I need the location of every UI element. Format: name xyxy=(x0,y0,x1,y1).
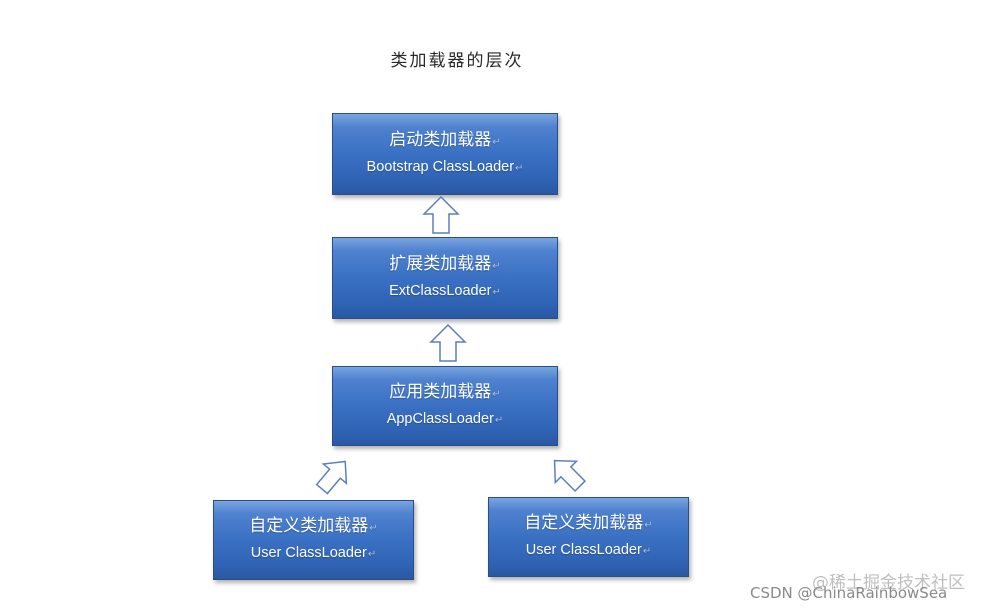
diagonal-up-arrow-icon xyxy=(553,459,587,493)
app-classloader-cn-label: 应用类加载器↵ xyxy=(389,381,501,402)
return-mark: ↵ xyxy=(369,522,378,534)
return-mark: ↵ xyxy=(642,545,652,557)
bootstrap-classloader-cn-label: 启动类加载器↵ xyxy=(389,129,501,150)
user-classloader-left-en-label: User ClassLoader↵ xyxy=(250,544,377,561)
return-mark: ↵ xyxy=(492,136,501,148)
user-classloader-right-en-label: User ClassLoader↵ xyxy=(525,541,652,558)
diagonal-up-arrow-icon xyxy=(315,460,348,495)
user-classloader-right-cn-label: 自定义类加载器↵ xyxy=(524,512,653,533)
app-classloader-box: 应用类加载器↵ AppClassLoader↵ xyxy=(332,366,558,446)
app-classloader-en-label: AppClassLoader↵ xyxy=(386,410,504,427)
juejin-watermark: @稀土掘金技术社区 xyxy=(812,573,965,593)
bootstrap-classloader-box: 启动类加载器↵ Bootstrap ClassLoader↵ xyxy=(332,113,558,195)
diagram-title: 类加载器的层次 xyxy=(390,51,524,71)
csdn-watermark: CSDN @ChinaRainbowSea xyxy=(750,584,948,602)
bootstrap-classloader-en-label: Bootstrap ClassLoader↵ xyxy=(366,158,524,175)
return-mark: ↵ xyxy=(494,414,504,426)
ext-classloader-en-label: ExtClassLoader↵ xyxy=(389,282,501,299)
user-classloader-box-right: 自定义类加载器↵ User ClassLoader↵ xyxy=(488,497,689,577)
user-classloader-box-left: 自定义类加载器↵ User ClassLoader↵ xyxy=(213,500,414,580)
ext-classloader-cn-label: 扩展类加载器↵ xyxy=(389,253,501,274)
return-mark: ↵ xyxy=(515,162,524,174)
user-classloader-left-cn-label: 自定义类加载器↵ xyxy=(249,515,378,536)
up-arrow-icon xyxy=(429,323,467,362)
return-mark: ↵ xyxy=(644,519,653,531)
ext-classloader-box: 扩展类加载器↵ ExtClassLoader↵ xyxy=(332,237,558,319)
return-mark: ↵ xyxy=(492,260,501,272)
return-mark: ↵ xyxy=(492,286,501,298)
return-mark: ↵ xyxy=(492,388,501,400)
return-mark: ↵ xyxy=(367,548,377,560)
up-arrow-icon xyxy=(422,195,460,234)
